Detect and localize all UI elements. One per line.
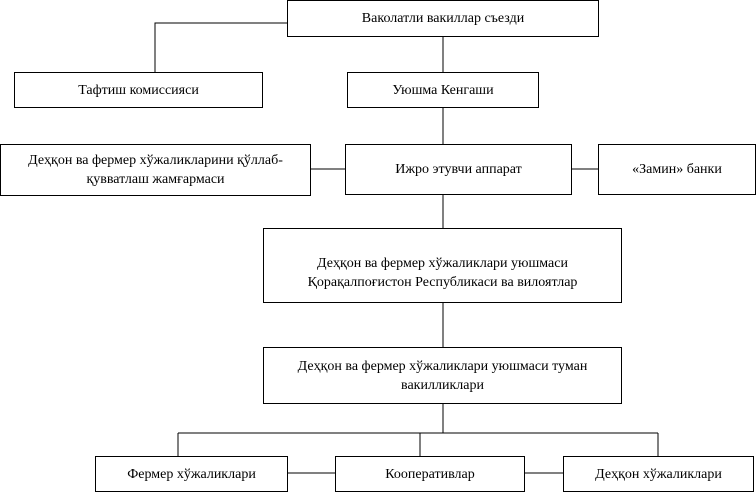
box-farmer-households: Фермер хўжаликлари: [95, 456, 288, 492]
box-audit-commission: Тафтиш комиссияси: [14, 72, 263, 108]
box-zamin-bank: «Замин» банки: [598, 144, 756, 195]
box-support-fund: Деҳқон ва фермер хўжаликларини қўллаб-қу…: [0, 144, 311, 196]
box-cooperatives: Кооперативлар: [335, 456, 525, 492]
box-congress-label: Ваколатли вакиллар съезди: [361, 11, 525, 26]
box-support-fund-label: Деҳқон ва фермер хўжаликларини қўллаб-қу…: [28, 153, 283, 187]
box-regional-associations: Деҳқон ва фермер хўжаликлари уюшмаси Қор…: [263, 228, 622, 303]
box-regional-associations-label: Деҳқон ва фермер хўжаликлари уюшмаси Қор…: [307, 255, 578, 290]
box-peasant-households-label: Деҳқон хўжаликлари: [595, 466, 722, 482]
box-farmer-households-label: Фермер хўжаликлари: [127, 466, 256, 482]
box-audit-commission-label: Тафтиш комиссияси: [78, 82, 199, 98]
box-association-council-label: Уюшма Кенгаши: [392, 82, 494, 98]
box-association-council: Уюшма Кенгаши: [347, 72, 539, 108]
box-executive-apparatus-label: Ижро этувчи аппарат: [395, 162, 522, 177]
box-zamin-bank-label: «Замин» банки: [632, 162, 722, 177]
box-congress: Ваколатли вакиллар съезди: [287, 0, 599, 37]
box-district-representations-label: Деҳқон ва фермер хўжаликлари уюшмаси тум…: [297, 358, 588, 393]
connector-congress-audit: [154, 22, 287, 72]
box-executive-apparatus: Ижро этувчи аппарат: [345, 144, 572, 195]
box-peasant-households: Деҳқон хўжаликлари: [563, 456, 754, 492]
box-cooperatives-label: Кооперативлар: [385, 466, 475, 482]
box-district-representations: Деҳқон ва фермер хўжаликлари уюшмаси тум…: [263, 347, 622, 404]
